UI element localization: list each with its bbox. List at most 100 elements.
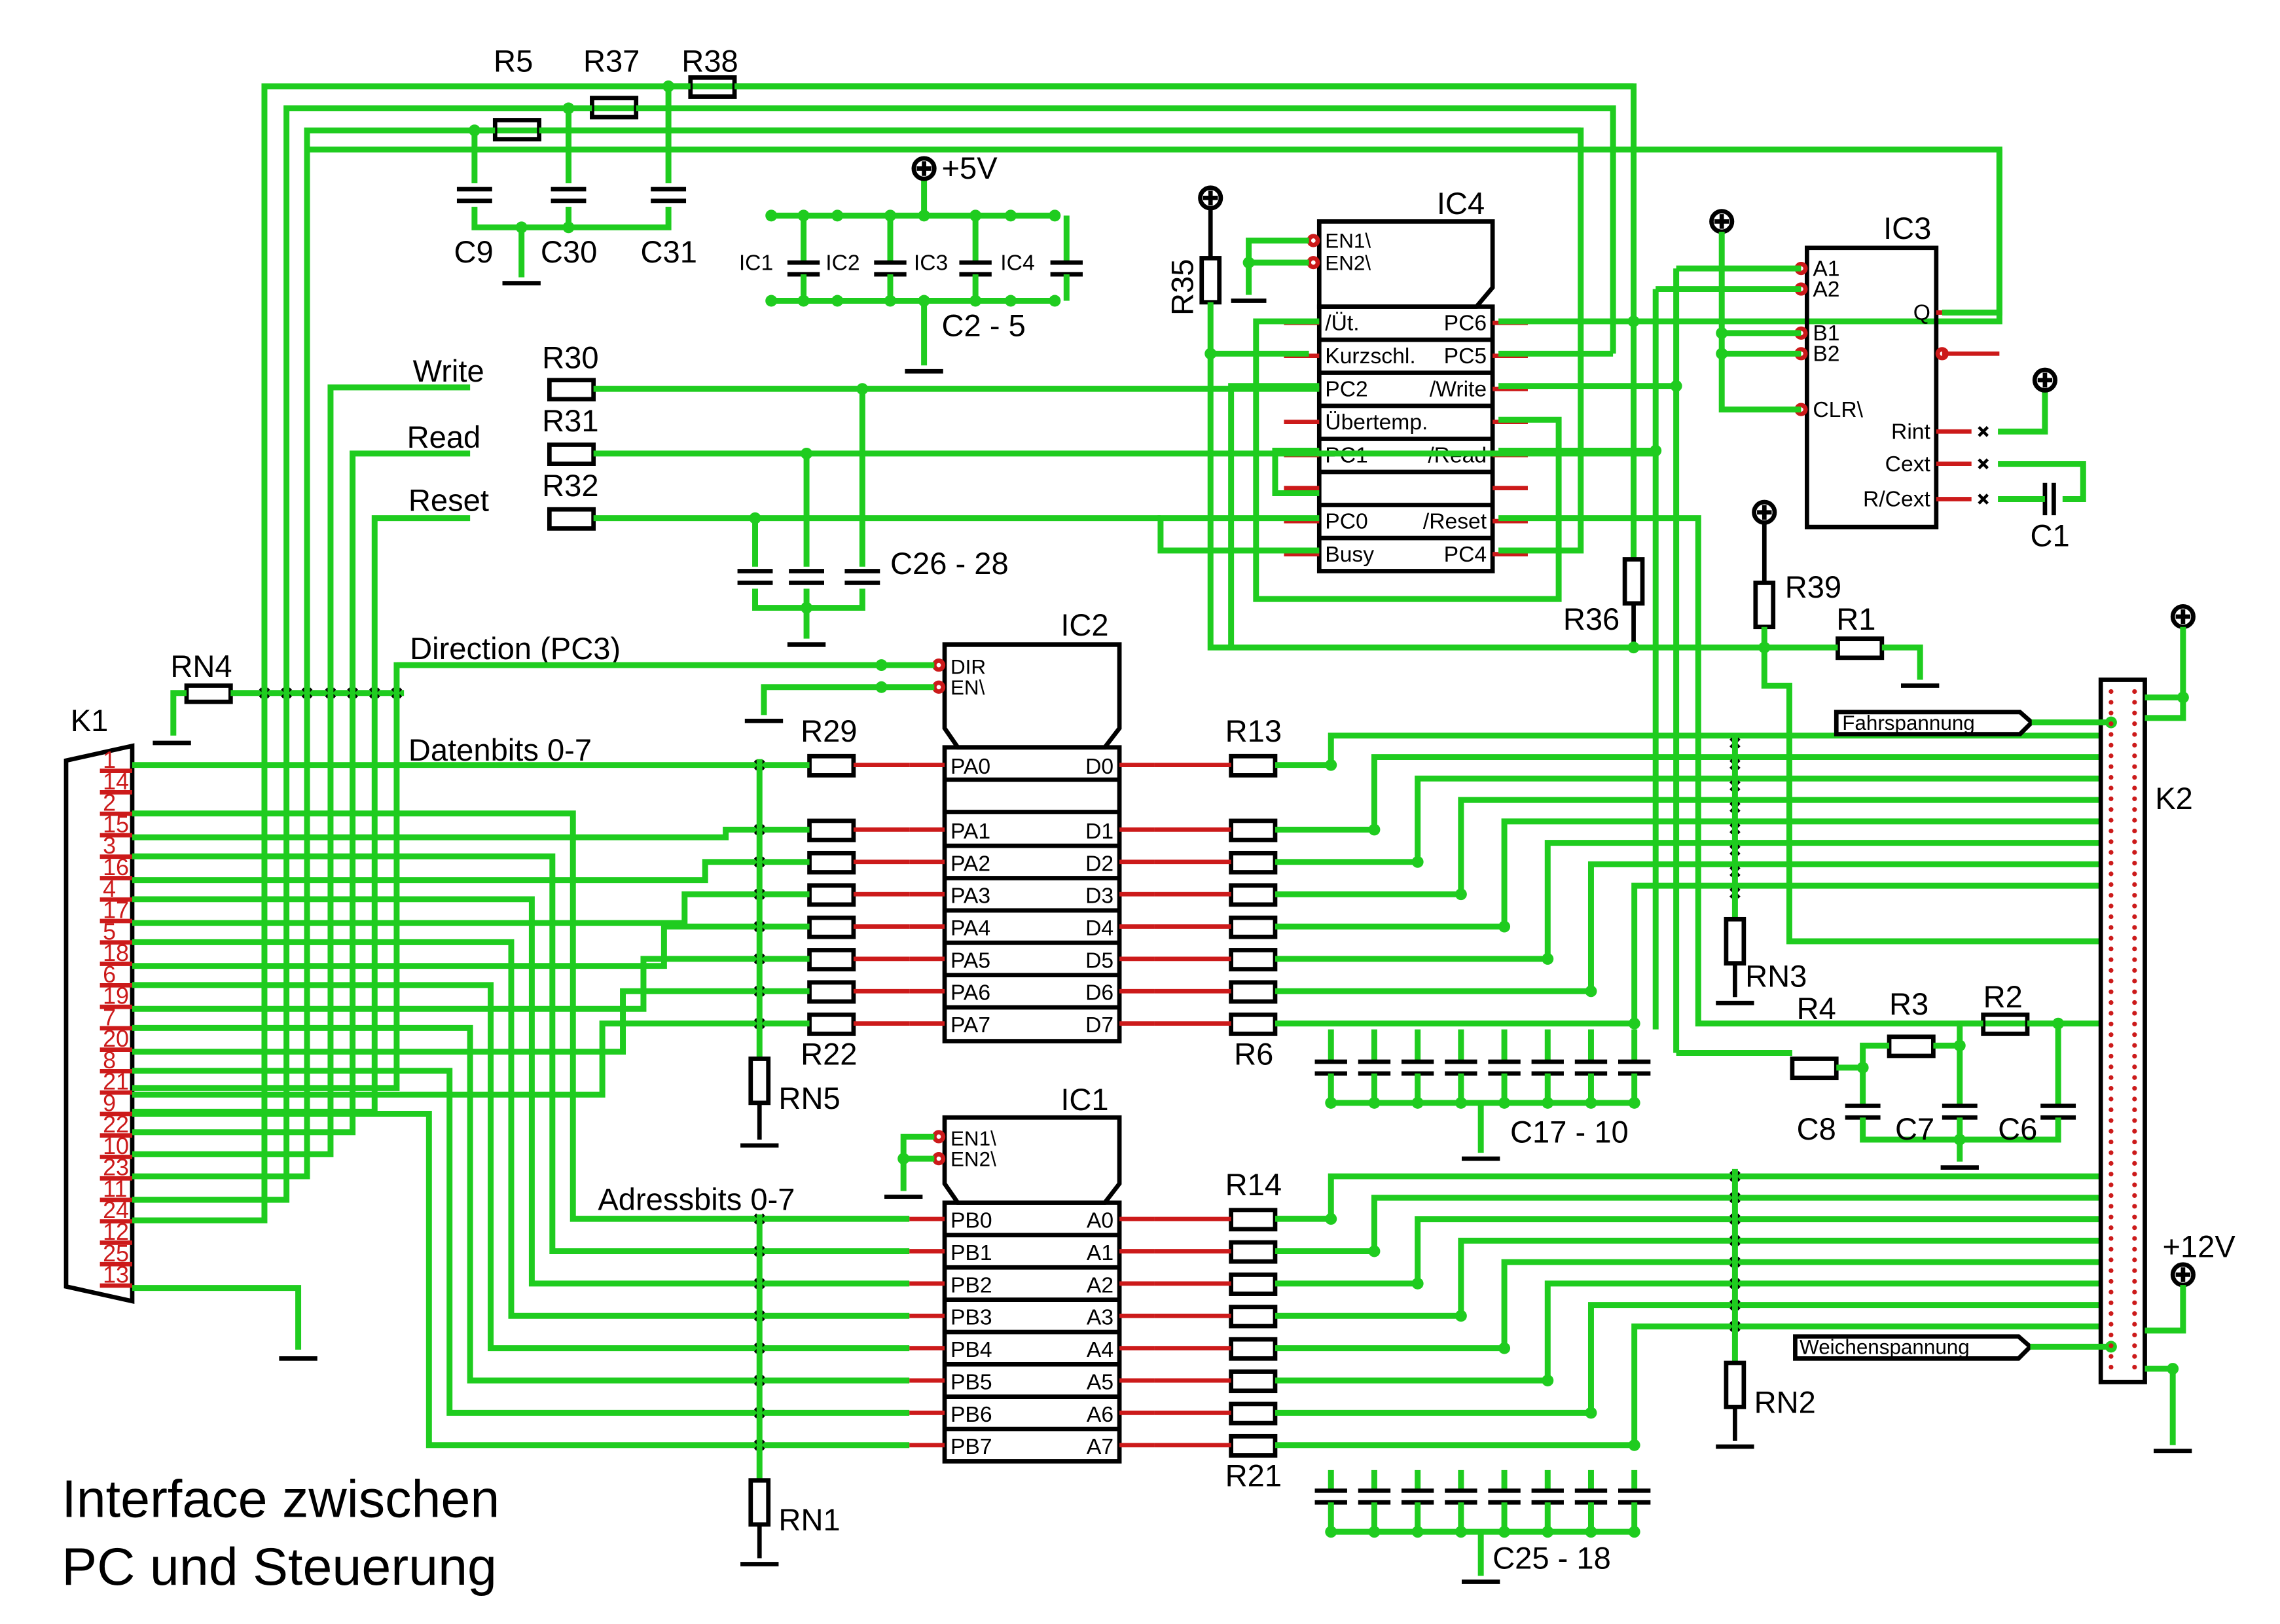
ic4-pin-left: /Üt. xyxy=(1325,311,1359,335)
ic2-pin-right: D5 xyxy=(1085,948,1113,973)
k1-pin-number: 18 xyxy=(103,940,129,966)
write-label: Write xyxy=(413,353,484,388)
ic3-pin-right: Q xyxy=(1913,301,1930,325)
direction-label: Direction (PC3) xyxy=(410,631,621,666)
c1-label: C1 xyxy=(2030,518,2069,552)
c30-label: C30 xyxy=(541,234,597,269)
ic2-pin-right: D4 xyxy=(1085,916,1113,941)
ic3-pin-left: A2 xyxy=(1813,278,1839,302)
ic2-pin-left: PA6 xyxy=(950,981,990,1005)
ic1-pin-left: PB1 xyxy=(950,1241,992,1265)
k1-pin-number: 2 xyxy=(103,790,116,816)
decoupling-c2-5: +5V C2 - 5 IC1 IC2 IC3 IC4 xyxy=(739,151,1083,374)
r1-label: R1 xyxy=(1836,602,1875,636)
ic4-pin-right: /Reset xyxy=(1423,509,1487,533)
ic2-pin-left: PA2 xyxy=(950,852,990,876)
k1-pin-number: 11 xyxy=(103,1176,127,1202)
r21-label: R21 xyxy=(1225,1458,1282,1493)
k2-label: K2 xyxy=(2155,781,2193,816)
r32-label: R32 xyxy=(542,468,598,503)
c8-label: C8 xyxy=(1797,1111,1836,1146)
ic2-dir: DIR xyxy=(950,656,986,679)
r36-label: R36 xyxy=(1563,602,1620,636)
ic1-pin-right: A6 xyxy=(1087,1403,1113,1427)
r13-label: R13 xyxy=(1225,713,1282,748)
k1-pin-list: 1142153164175186197208219221023112412251… xyxy=(100,747,132,1288)
plus5v-label: +5V xyxy=(942,151,998,185)
k1-pin-number: 14 xyxy=(103,768,129,795)
ic4-mini-label: IC4 xyxy=(1000,251,1034,275)
ic1-pin-left: PB3 xyxy=(950,1306,992,1330)
ic2-pin-right: D7 xyxy=(1085,1013,1113,1038)
k1-pin-number: 24 xyxy=(103,1197,129,1223)
ic2-mini-label: IC2 xyxy=(825,251,860,275)
ic4-pin-left: Busy xyxy=(1325,543,1374,567)
k1-pin-number: 23 xyxy=(103,1155,129,1181)
c6-label: C6 xyxy=(1998,1111,2037,1146)
r29-label: R29 xyxy=(801,713,857,748)
ic4-pin-left: Übertemp. xyxy=(1325,410,1428,435)
ic4-pin-right: PC4 xyxy=(1444,543,1487,567)
ic3-pin-left: A1 xyxy=(1813,257,1839,281)
r38-label: R38 xyxy=(681,43,738,78)
k1-pin-number: 17 xyxy=(103,897,129,924)
ic3-pin-left: CLR\ xyxy=(1813,398,1863,422)
k1-label: K1 xyxy=(71,703,109,738)
k1-pin-number: 8 xyxy=(103,1047,116,1074)
r30-label: R30 xyxy=(542,340,598,375)
ic1-title: IC1 xyxy=(1060,1082,1108,1117)
reset-label: Reset xyxy=(408,482,489,517)
ic1-pin-right: A5 xyxy=(1087,1370,1113,1394)
ic2-pin-left: PA1 xyxy=(950,820,990,844)
ic4-pin-right: PC6 xyxy=(1444,311,1487,335)
ic1-mini-label: IC1 xyxy=(739,251,773,275)
ic2-pin-right: D0 xyxy=(1085,755,1113,779)
k1-pin-number: 22 xyxy=(103,1111,129,1138)
ic2-title: IC2 xyxy=(1060,607,1108,642)
capacitor-bank-c25-18 xyxy=(1314,1470,1651,1584)
c9-label: C9 xyxy=(454,234,493,269)
read-label: Read xyxy=(407,420,481,454)
k1-pin-number: 6 xyxy=(103,962,116,988)
ic1-pin-right: A7 xyxy=(1087,1435,1113,1459)
c2-5-label: C2 - 5 xyxy=(942,308,1026,342)
ic4-pin-left: PC0 xyxy=(1325,509,1367,533)
rn4-label: RN4 xyxy=(170,649,232,683)
connector-k2: K2 Fahrspannung +12V Weichenspannung xyxy=(1793,604,2235,1454)
c7-label: C7 xyxy=(1895,1111,1934,1146)
ic4-pin-left: PC2 xyxy=(1325,377,1367,401)
ic1-en2: EN2\ xyxy=(950,1147,996,1170)
k1-pin-number: 15 xyxy=(103,811,129,837)
ic2-pin-right: D2 xyxy=(1085,852,1113,876)
ic3-pin-right: Cext xyxy=(1885,452,1931,477)
k1-pin-number: 10 xyxy=(103,1133,129,1159)
ic1-pin-left: PB2 xyxy=(950,1273,992,1297)
c26-28-label: C26 - 28 xyxy=(890,546,1009,581)
r2-r4-network: R4 R3 R2 C8 C7 C6 xyxy=(1676,979,2101,1170)
connector-k1: K1 1142153164175186197208219221023112412… xyxy=(63,703,135,1305)
ic2-pin-left: PA7 xyxy=(950,1013,990,1038)
title-line-2: PC und Steuerung xyxy=(62,1538,497,1597)
r37-label: R37 xyxy=(583,43,640,78)
control-signals: Write Read Reset R30 R31 R32 C26 - 28 Di… xyxy=(407,340,1656,1217)
title-line-1: Interface zwischen xyxy=(62,1470,499,1529)
ic2-pin-right: D6 xyxy=(1085,981,1113,1005)
rn1-label: RN1 xyxy=(778,1502,840,1537)
ic2-pin-left: PA3 xyxy=(950,884,990,909)
k1-pin-number: 20 xyxy=(103,1026,129,1052)
fahrspannung-label: Fahrspannung xyxy=(1842,712,1975,734)
top-rc-network: R5 R37 R38 C9 C30 C31 xyxy=(454,43,1634,285)
ic1-pin-right: A4 xyxy=(1087,1338,1113,1362)
ic3-title: IC3 xyxy=(1883,211,1931,245)
r5-label: R5 xyxy=(494,43,533,78)
rn5-label: RN5 xyxy=(778,1081,840,1115)
ic3-mini-label: IC3 xyxy=(914,251,948,275)
k1-pin-number: 21 xyxy=(103,1069,129,1095)
k1-pin-number: 12 xyxy=(103,1219,129,1245)
k1-pin-number: 13 xyxy=(103,1262,129,1288)
ic1-pin-right: A3 xyxy=(1087,1306,1113,1330)
ic4-pin-right: PC5 xyxy=(1444,344,1487,369)
ic3-pin-left: B2 xyxy=(1813,342,1839,367)
ic1-en1: EN1\ xyxy=(950,1127,996,1150)
